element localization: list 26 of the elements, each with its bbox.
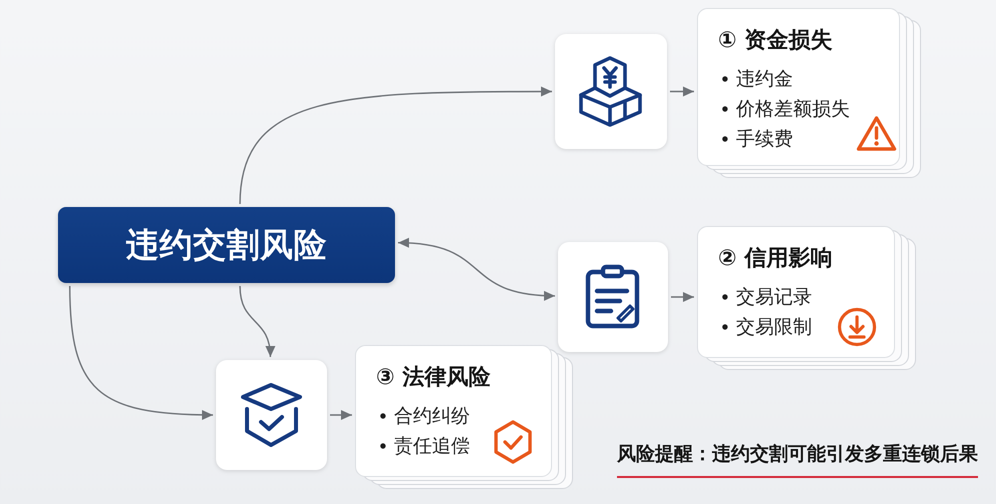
double-arrow bbox=[398, 238, 556, 300]
arrow bbox=[239, 286, 275, 358]
arrow bbox=[330, 410, 352, 420]
arrow bbox=[671, 292, 694, 302]
card-stack bbox=[697, 8, 921, 179]
arrow bbox=[239, 86, 552, 204]
icon-tile bbox=[555, 34, 667, 149]
icon-tile bbox=[558, 242, 668, 352]
list-item: 手续费 bbox=[736, 127, 793, 152]
list-item: 合约纠纷 bbox=[394, 404, 470, 429]
card-heading: ② 信用影响 bbox=[718, 245, 832, 273]
topic-title: 违约交割风险 bbox=[126, 225, 327, 265]
note-text: 风险提醒：违约交割可能引发多重连锁后果 bbox=[617, 441, 978, 478]
list-item: 交易记录 bbox=[736, 285, 812, 310]
icon-tile bbox=[216, 360, 327, 470]
list-item: 责任追偿 bbox=[394, 434, 470, 459]
card-stack bbox=[697, 226, 916, 371]
list-item: 违约金 bbox=[736, 67, 793, 92]
arrow bbox=[69, 286, 214, 420]
card-heading: ③ 法律风险 bbox=[376, 364, 490, 392]
card-heading: ① 资金损失 bbox=[718, 27, 832, 55]
list-item: 交易限制 bbox=[736, 315, 812, 340]
list-item: 价格差额损失 bbox=[736, 97, 850, 122]
arrow bbox=[670, 86, 694, 96]
topic-box bbox=[58, 207, 395, 283]
card-stack bbox=[355, 345, 573, 490]
